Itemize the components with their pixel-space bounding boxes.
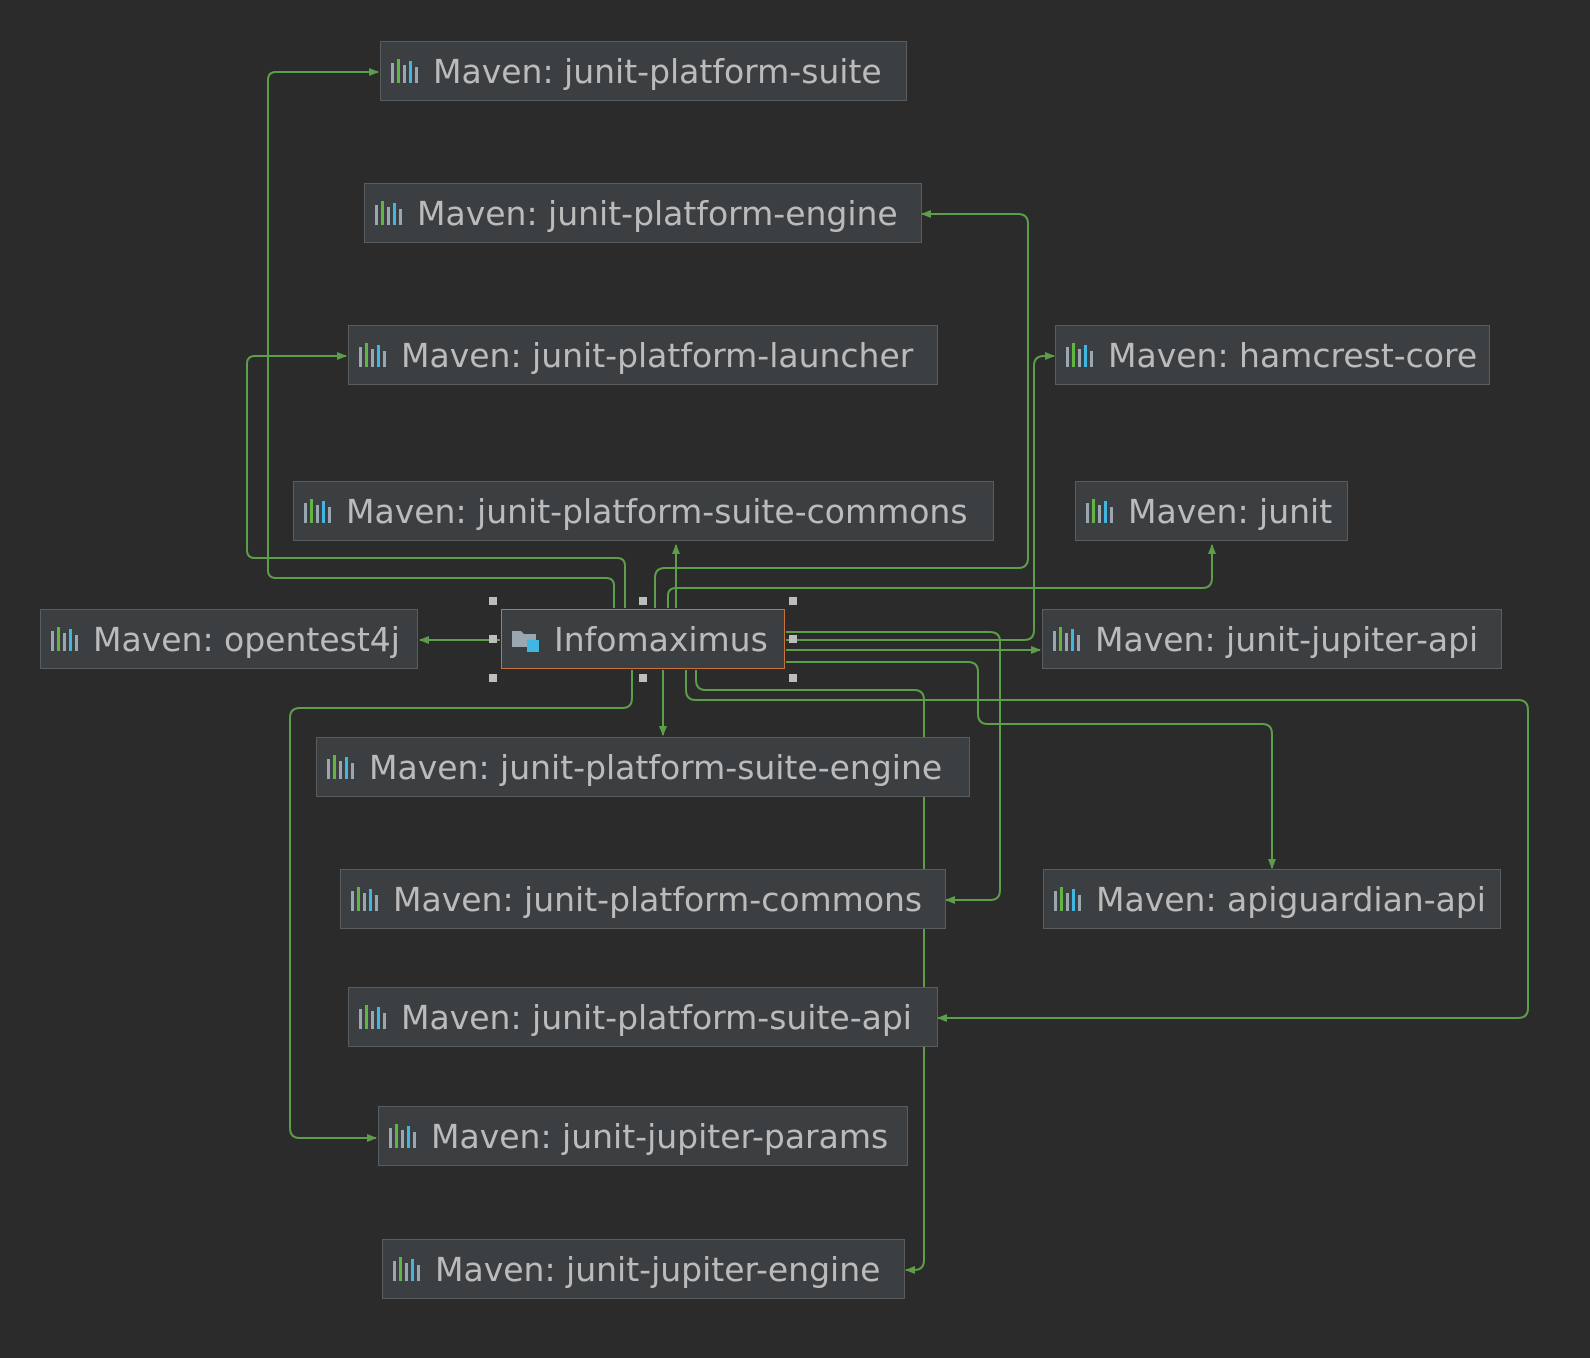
selection-handle[interactable]	[639, 597, 647, 605]
maven-library-icon	[349, 884, 381, 914]
node-label: Maven: hamcrest-core	[1108, 335, 1478, 375]
edge-apiguardian-api	[786, 661, 1276, 869]
maven-library-icon	[357, 340, 389, 370]
edge-junit-jupiter-engine	[695, 670, 925, 1274]
module-folder-icon	[510, 624, 542, 654]
node-label: Maven: junit-jupiter-params	[431, 1116, 889, 1156]
node-label: Maven: opentest4j	[93, 619, 400, 659]
selection-handle[interactable]	[489, 635, 497, 643]
maven-library-icon	[1052, 884, 1084, 914]
maven-library-icon	[357, 1002, 389, 1032]
maven-library-icon	[389, 56, 421, 86]
node-hamcrest-core[interactable]: Maven: hamcrest-core	[1055, 325, 1490, 385]
node-label: Maven: junit-jupiter-engine	[435, 1249, 881, 1289]
edge-junit	[667, 544, 1216, 608]
node-label: Maven: junit-platform-engine	[417, 193, 898, 233]
node-junit-platform-suite[interactable]: Maven: junit-platform-suite	[380, 41, 907, 101]
node-apiguardian-api[interactable]: Maven: apiguardian-api	[1043, 869, 1501, 929]
selection-handle[interactable]	[789, 597, 797, 605]
edge-junit-jupiter-params	[289, 670, 633, 1142]
node-opentest4j[interactable]: Maven: opentest4j	[40, 609, 418, 669]
edge-junit-platform-suite-api	[685, 670, 1529, 1022]
node-junit-platform-suite-api[interactable]: Maven: junit-platform-suite-api	[348, 987, 938, 1047]
edge-junit-platform-suite	[267, 68, 615, 608]
selection-handle[interactable]	[639, 674, 647, 682]
selection-handle[interactable]	[489, 597, 497, 605]
node-root-module[interactable]: Infomaximus	[501, 609, 785, 669]
maven-library-icon	[325, 752, 357, 782]
node-junit-platform-suite-engine[interactable]: Maven: junit-platform-suite-engine	[316, 737, 970, 797]
maven-library-icon	[373, 198, 405, 228]
maven-library-icon	[1051, 624, 1083, 654]
edge-junit-platform-launcher	[246, 352, 626, 608]
maven-library-icon	[391, 1254, 423, 1284]
node-junit[interactable]: Maven: junit	[1075, 481, 1348, 541]
maven-library-icon	[302, 496, 334, 526]
edge-junit-platform-engine	[654, 210, 1029, 608]
edge-junit-platform-commons	[786, 631, 1001, 904]
node-label: Maven: junit-platform-commons	[393, 879, 923, 919]
node-label: Maven: junit-jupiter-api	[1095, 619, 1479, 659]
node-label: Maven: apiguardian-api	[1096, 879, 1486, 919]
maven-library-icon	[49, 624, 81, 654]
node-label: Maven: junit-platform-suite-engine	[369, 747, 943, 787]
selection-handle[interactable]	[789, 635, 797, 643]
node-junit-jupiter-api[interactable]: Maven: junit-jupiter-api	[1042, 609, 1502, 669]
node-junit-jupiter-engine[interactable]: Maven: junit-jupiter-engine	[382, 1239, 905, 1299]
node-junit-platform-launcher[interactable]: Maven: junit-platform-launcher	[348, 325, 938, 385]
node-label: Maven: junit-platform-launcher	[401, 335, 914, 375]
selection-handle[interactable]	[489, 674, 497, 682]
node-label: Maven: junit	[1128, 491, 1333, 531]
edge-hamcrest-core	[786, 352, 1055, 641]
node-label: Maven: junit-platform-suite-commons	[346, 491, 968, 531]
maven-library-icon	[387, 1121, 419, 1151]
node-junit-jupiter-params[interactable]: Maven: junit-jupiter-params	[378, 1106, 908, 1166]
maven-library-icon	[1064, 340, 1096, 370]
node-label: Maven: junit-platform-suite	[433, 51, 882, 91]
selection-handle[interactable]	[789, 674, 797, 682]
node-junit-platform-engine[interactable]: Maven: junit-platform-engine	[364, 183, 922, 243]
node-junit-platform-suite-commons[interactable]: Maven: junit-platform-suite-commons	[293, 481, 994, 541]
maven-library-icon	[1084, 496, 1116, 526]
node-label: Maven: junit-platform-suite-api	[401, 997, 912, 1037]
node-junit-platform-commons[interactable]: Maven: junit-platform-commons	[340, 869, 946, 929]
node-label: Infomaximus	[554, 619, 768, 659]
